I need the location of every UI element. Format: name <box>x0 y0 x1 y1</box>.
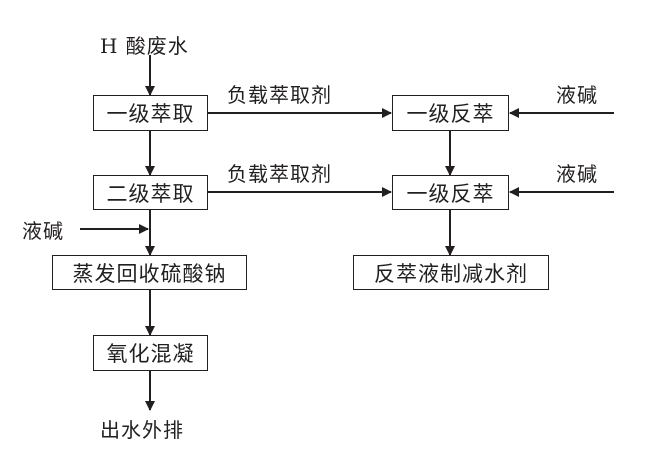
oxidation-box: 氧化混凝 <box>93 335 208 371</box>
back-extraction-2-box: 一级反萃 <box>392 175 509 210</box>
loaded-extractant-label-2: 负载萃取剂 <box>227 162 332 186</box>
output-label: 出水外排 <box>100 418 184 442</box>
caustic-label-right-2: 液碱 <box>556 162 598 186</box>
stage1-extraction-box: 一级萃取 <box>93 95 208 131</box>
caustic-label-left: 液碱 <box>22 219 64 243</box>
loaded-extractant-label-1: 负载萃取剂 <box>227 83 332 107</box>
input-label: H 酸废水 <box>100 34 189 58</box>
product-box: 反萃液制减水剂 <box>353 255 549 290</box>
caustic-label-right-1: 液碱 <box>556 83 598 107</box>
evaporation-box: 蒸发回收硫酸钠 <box>52 255 247 290</box>
back-extraction-1-box: 一级反萃 <box>392 95 509 131</box>
stage2-extraction-box: 二级萃取 <box>93 175 208 210</box>
